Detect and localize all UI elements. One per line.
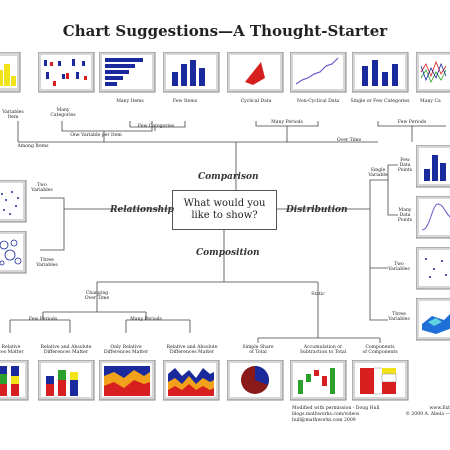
thumb-line-histogram (416, 196, 450, 239)
label-few-categories: Few Categories (137, 124, 175, 129)
label-many-items: Many Items (116, 99, 144, 104)
thumb-radar-chart (227, 52, 284, 93)
branch-relationship: Relationship (110, 205, 174, 215)
label-components: Components of Components (362, 345, 398, 356)
thumb-column-chart-2 (352, 52, 409, 93)
thumb-multi-line-chart (416, 52, 450, 93)
page-title: Chart Suggestions—A Thought-Starter (62, 22, 388, 40)
thumb-line-chart (290, 52, 347, 93)
label-dist-many-data-points: Many Data Points (397, 208, 413, 224)
thumb-stacked-100-area (99, 360, 156, 401)
label-comp-few-periods: Few Periods (28, 317, 58, 322)
label-variables-item: Variables Item (2, 110, 24, 121)
thumb-bubble-chart (0, 231, 27, 274)
label-non-cyclical-data: Non-Cyclical Data (296, 99, 340, 104)
label-dist-two-variables: Two Variables (388, 262, 410, 273)
label-cyclical-data: Cyclical Data (240, 99, 272, 104)
label-dist-three-variables: Three Variables (388, 312, 410, 323)
credits-block: Modified with permission - Doug Hull blo… (292, 406, 380, 424)
branch-distribution: Distribution (286, 205, 348, 215)
label-relative-absolute: Relative and Absolute Differences Matter (40, 345, 92, 356)
label-many-periods: Many Periods (271, 120, 303, 125)
label-among-items: Among Items (17, 144, 49, 149)
label-changing-over-time: Changing Over Time (84, 291, 110, 302)
credit-line-3: hull@mathworks.com 2009 (292, 418, 356, 423)
label-few-items: Few Items (172, 99, 198, 104)
label-over-time: Over Time (336, 138, 362, 143)
branch-composition: Composition (196, 248, 260, 258)
label-rel-three-variables: Three Variables (36, 258, 58, 269)
thumb-column-chart (163, 52, 220, 93)
thumb-table-with-embedded-charts (38, 52, 95, 93)
thumb-column-histogram (416, 145, 450, 188)
thumb-scatter-chart (0, 180, 27, 223)
thumb-stacked-area (163, 360, 220, 401)
credits-right: www.Ext © 2009 A. Abela — (402, 406, 450, 418)
label-simple-share: Simple Share of Total (242, 345, 274, 356)
thumb-stacked-100-column (0, 360, 29, 401)
thumb-stacked-column (38, 360, 95, 401)
thumb-stacked-100-column-subcomponents (352, 360, 409, 401)
center-question-box: What would you like to show? (172, 190, 277, 230)
label-dist-single-variable: Single Variable (368, 168, 388, 179)
branch-comparison: Comparison (198, 172, 259, 182)
label-one-variable-per-item: One Variable per Item (70, 133, 122, 138)
label-comp-many-periods: Many Periods (130, 317, 162, 322)
label-dist-few-data-points: Few Data Points (397, 158, 413, 174)
thumb-variable-width-column (0, 52, 21, 93)
credit-line-1: Modified with permission - Doug Hull (292, 406, 380, 411)
label-only-relative: Only Relative Differences Matter (103, 345, 149, 356)
credit-right-1: www.Ext (429, 406, 450, 411)
label-few-periods: Few Periods (397, 120, 427, 125)
label-static: Static (311, 292, 325, 297)
label-many-categories: Many Categories (50, 108, 76, 119)
thumb-bar-chart-horizontal (99, 52, 156, 93)
label-accumulation: Accumulation or Subtraction to Total (299, 345, 347, 356)
label-single-or-few-categories: Single or Few Categories (350, 99, 410, 104)
credit-line-2: blogs.mathworks.com/videos (292, 412, 360, 417)
label-relative-absolute-2: Relative and Absolute Differences Matter (166, 345, 218, 356)
label-rel-two-variables: Two Variables (31, 183, 53, 194)
label-relative-matter: Relative ces Matter (0, 345, 24, 356)
thumb-3d-area-chart (416, 298, 450, 341)
thumb-scatter-chart-dist (416, 247, 450, 290)
thumb-pie-chart (227, 360, 284, 401)
thumb-waterfall-chart (290, 360, 347, 401)
label-many-categories-right: Many Ca (420, 99, 441, 104)
credit-right-2: © 2009 A. Abela — (405, 412, 450, 417)
